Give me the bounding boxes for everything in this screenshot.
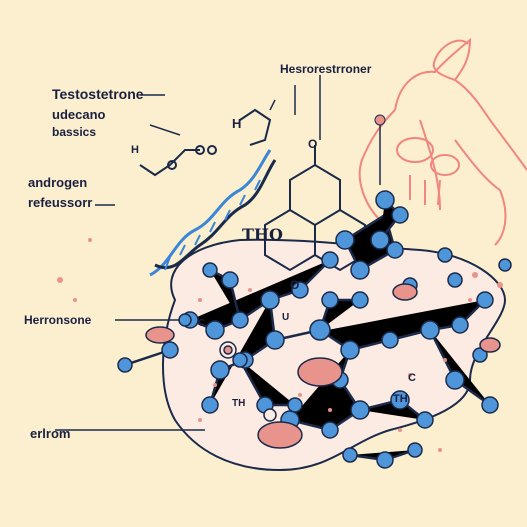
label-basics: bassics [52,125,97,139]
label-tho: THO [242,225,283,244]
dna-helix [149,149,277,277]
label-erlrom: erlrom [30,426,71,441]
pin-markers [374,114,386,185]
human-torso-outline [358,37,527,246]
label-undecano: udecano [52,107,106,122]
organelles [145,283,501,449]
atom-label-h: H [232,116,242,131]
leader-lines [55,75,321,431]
atom-label-c: C [408,372,416,384]
atom-label-o: O [308,137,318,151]
label-refeussorr: refeussorr [28,195,93,210]
atom-label-th: TH [232,398,246,409]
atom-label-h-small: H [131,144,139,156]
ester-group [139,108,272,177]
label-androgen: androgen [28,175,88,190]
atom-label-th-2: TH [393,393,408,405]
atom-label-u: U [282,312,290,323]
atom-label-c-2: C [198,318,206,329]
label-hesrorestrroner: Hesrorestrroner [280,62,372,76]
label-testosterone: Testostetrone [52,86,144,102]
speckles [57,238,503,452]
label-herronsone: Herronsone [24,313,92,327]
atom-label-o-2: O [290,278,300,292]
